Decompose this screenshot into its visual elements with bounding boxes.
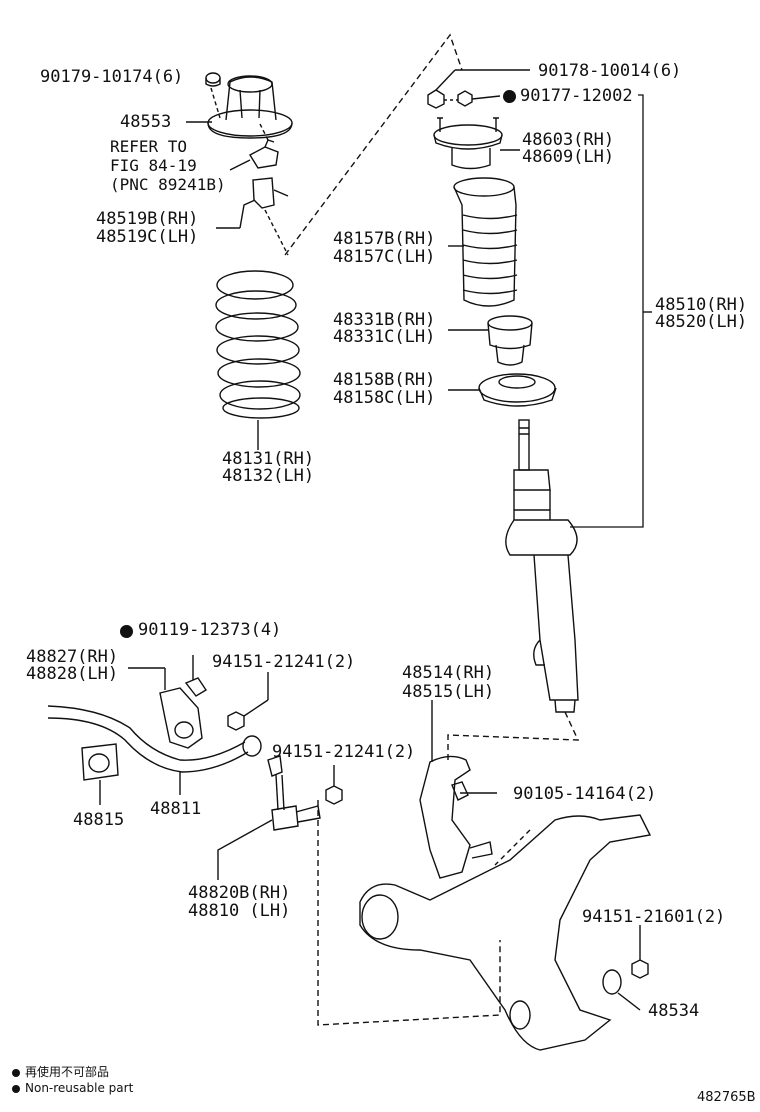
label-94151-21241-a: 94151-21241(2)	[212, 652, 356, 672]
label-48157c: 48157C(LH)	[333, 247, 436, 267]
label-94151-21601: 94151-21601(2)	[582, 907, 726, 927]
label-48519b: 48519B(RH)	[96, 209, 199, 229]
label-48331b: 48331B(RH)	[333, 310, 436, 330]
label-90119-12373: 90119-12373(4)	[138, 620, 282, 640]
link-48820	[267, 755, 321, 831]
spring-seat-48158	[478, 373, 557, 407]
bump-stopper-48553	[207, 75, 293, 139]
label-90178-10014: 90178-10014(6)	[538, 61, 682, 81]
label-48827: 48827(RH)	[26, 647, 119, 667]
stabilizer-bar-48811	[47, 705, 262, 773]
legend-line-en: Non-reusable part	[12, 1081, 133, 1095]
label-94151-21241-b: 94151-21241(2)	[272, 742, 416, 762]
label-48158b: 48158B(RH)	[333, 370, 436, 390]
label-48158c: 48158C(LH)	[333, 388, 436, 408]
label-90179-10174: 90179-10174(6)	[40, 67, 184, 87]
label-48810: 48810 (LH)	[188, 901, 291, 921]
coil-spring-48131	[215, 270, 301, 419]
label-48157b: 48157B(RH)	[333, 229, 436, 249]
bolt-90105	[451, 781, 497, 801]
washer-48534	[602, 969, 622, 995]
label-48828: 48828(LH)	[26, 664, 119, 684]
leader	[210, 87, 221, 119]
label-48331c: 48331C(LH)	[333, 327, 436, 347]
label-90105-14164: 90105-14164(2)	[513, 784, 657, 804]
label-refer-to: REFER TO	[110, 137, 188, 156]
label-48811: 48811	[150, 799, 202, 819]
support-48603	[433, 117, 503, 170]
label-90177-12002: 90177-12002	[520, 86, 633, 106]
nut-94151-21601	[631, 959, 649, 979]
nut-90179	[205, 72, 221, 87]
label-48514: 48514(RH)	[402, 663, 495, 683]
nut-94151-21241-b	[325, 785, 343, 805]
bumper-48331	[487, 315, 533, 366]
label-48815: 48815	[73, 810, 125, 830]
nut-90178	[427, 89, 445, 109]
label-48609: 48609(LH)	[522, 147, 615, 167]
label-48510: 48510(RH)	[655, 295, 748, 315]
legend-dot-icon	[12, 1068, 20, 1077]
legend-line-jp: 再使用不可部品	[12, 1063, 109, 1080]
bushing-48815	[81, 743, 119, 781]
label-fig-84-19: FIG 84-19	[110, 156, 197, 175]
non-reusable-mark	[503, 90, 516, 103]
label-48553: 48553	[120, 112, 172, 132]
label-48519c: 48519C(LH)	[96, 227, 199, 247]
label-48515: 48515(LH)	[402, 682, 495, 702]
bracket-48827	[159, 677, 207, 749]
label-pnc-89241b: (PNC 89241B)	[110, 175, 226, 194]
label-48820b: 48820B(RH)	[188, 883, 291, 903]
label-48534: 48534	[648, 1001, 700, 1021]
nut-94151-21241-a	[227, 711, 245, 731]
nut-90177	[457, 90, 473, 107]
label-48132: 48132(LH)	[222, 466, 315, 486]
label-48520: 48520(LH)	[655, 312, 748, 332]
label-48603: 48603(RH)	[522, 130, 615, 150]
legend-dot-icon	[12, 1084, 20, 1093]
lower-arm	[359, 814, 652, 1051]
label-48131: 48131(RH)	[222, 449, 315, 469]
non-reusable-mark	[120, 625, 133, 638]
steering-knuckle-48514	[419, 755, 493, 879]
shock-absorber-48510	[505, 419, 579, 713]
dust-boot-48157	[453, 177, 518, 307]
figure-reference: 482765B	[697, 1090, 756, 1105]
bracket-48519	[249, 139, 289, 209]
